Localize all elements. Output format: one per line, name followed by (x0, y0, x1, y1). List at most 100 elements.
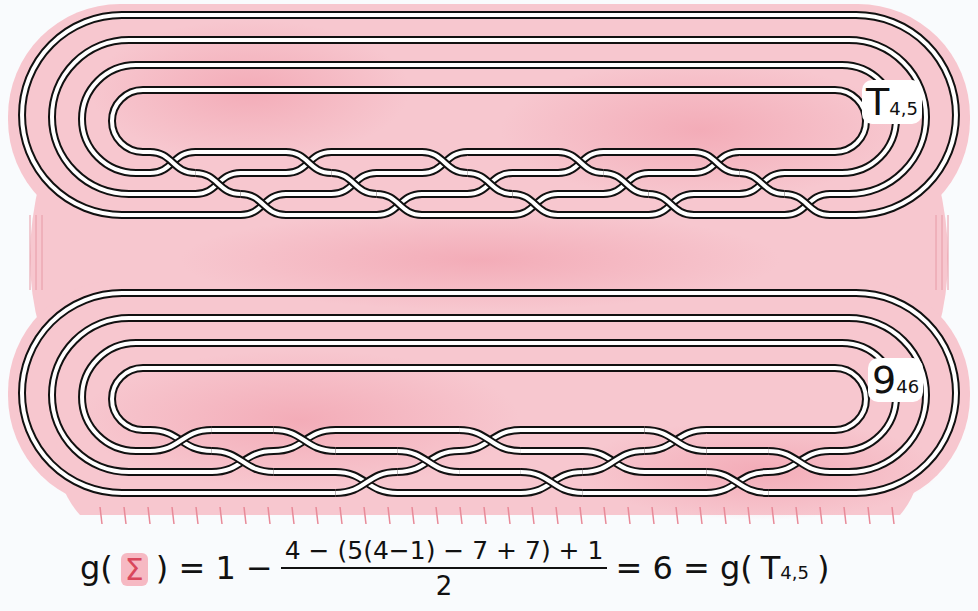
strand-core (558, 152, 603, 173)
strand-core (694, 152, 739, 173)
hatch-line (484, 507, 486, 524)
strand-core (467, 173, 512, 194)
hatch-line (148, 507, 150, 524)
strand-core (331, 173, 376, 194)
strand-outline (377, 194, 422, 215)
strand-outline (785, 194, 830, 215)
hatch-line (936, 215, 937, 290)
hatch-line (796, 507, 798, 524)
strand-core (150, 152, 195, 173)
knot-label: T4,5 (862, 80, 922, 124)
strand-core (513, 194, 558, 215)
knot-subscript: 46 (896, 376, 919, 397)
strand-core (768, 451, 830, 472)
strand-outline (335, 472, 397, 493)
hatch-line (436, 507, 438, 524)
hatch-line (292, 507, 294, 524)
hatch-line (42, 215, 43, 290)
strand-outline (331, 173, 376, 194)
strand-core (22, 293, 956, 493)
formula-text: 4,5 (780, 563, 809, 583)
braid-closure (22, 15, 956, 215)
formula-text: ) (817, 551, 829, 586)
strand-outline (768, 451, 830, 472)
hatch-line (100, 507, 102, 524)
hatch-line (772, 507, 774, 524)
hatch-line (124, 507, 126, 524)
strand-core (603, 173, 648, 194)
strand-core (212, 451, 274, 472)
hatch-line (244, 507, 246, 524)
hatch-line (340, 507, 342, 524)
strand-outline (241, 194, 286, 215)
strand-outline (513, 194, 558, 215)
strand-core (739, 173, 784, 194)
knot-subscript: 4,5 (889, 98, 918, 119)
hatch-line (868, 507, 870, 524)
hatch-line (388, 507, 390, 524)
knot-label: 946 (868, 358, 923, 402)
formula-text: 4 − (5(4−1) − 7 + 7) + 1 (281, 537, 608, 565)
strand-core (645, 430, 707, 451)
hatch-line (364, 507, 366, 524)
strand-outline (212, 451, 274, 472)
hatch-line (220, 507, 222, 524)
strand-outline (603, 173, 648, 194)
hatch-line (892, 507, 894, 524)
formula-text: g( (80, 551, 113, 586)
strand-outline (583, 451, 645, 472)
hatch-line (604, 507, 606, 524)
hatch-line (628, 507, 630, 524)
shade (500, 60, 900, 200)
strand-outline (22, 15, 956, 215)
pink-surface (8, 4, 970, 520)
hatch-line (30, 215, 31, 290)
strand-core (286, 152, 331, 173)
strand-core (377, 194, 422, 215)
formula-text: ) = 1 − (156, 551, 273, 586)
strand-core (706, 472, 768, 493)
fraction-bar (281, 567, 608, 569)
hatch-line (652, 507, 654, 524)
hatch-line (942, 215, 943, 290)
strand-outline (459, 430, 521, 451)
strand-core (22, 15, 956, 215)
hatch-line (316, 507, 318, 524)
strand-outline (694, 152, 739, 173)
strand-core (397, 451, 459, 472)
strand-core (274, 430, 336, 451)
braid-closure (22, 293, 956, 493)
strand-outline (274, 430, 336, 451)
hatch-line (36, 215, 37, 290)
knot-name-group: T4,5 (761, 551, 809, 586)
hatch-line (844, 507, 846, 524)
strand-outline (150, 152, 195, 173)
strand-outline (22, 293, 956, 493)
hatch-line (580, 507, 582, 524)
strand-outline (739, 173, 784, 194)
strand-outline (706, 472, 768, 493)
hatch-line (172, 507, 174, 524)
hatch-line (532, 507, 534, 524)
strand-core (459, 430, 521, 451)
strand-core (335, 472, 397, 493)
strand-outline (286, 152, 331, 173)
strand-core (785, 194, 830, 215)
braid-closures (22, 15, 956, 493)
strand-core (649, 194, 694, 215)
strand-outline (467, 173, 512, 194)
strand-core (195, 173, 240, 194)
hatch-line (508, 507, 510, 524)
hatch-line (700, 507, 702, 524)
hatch-line (820, 507, 822, 524)
hatch-line (460, 507, 462, 524)
strand-outline (645, 430, 707, 451)
knot-name: T (866, 80, 889, 124)
hatch-line (948, 215, 949, 290)
hatch-line (556, 507, 558, 524)
hatch-line (196, 507, 198, 524)
strand-outline (397, 451, 459, 472)
surface-bottom (8, 280, 970, 508)
strand-core (422, 152, 467, 173)
